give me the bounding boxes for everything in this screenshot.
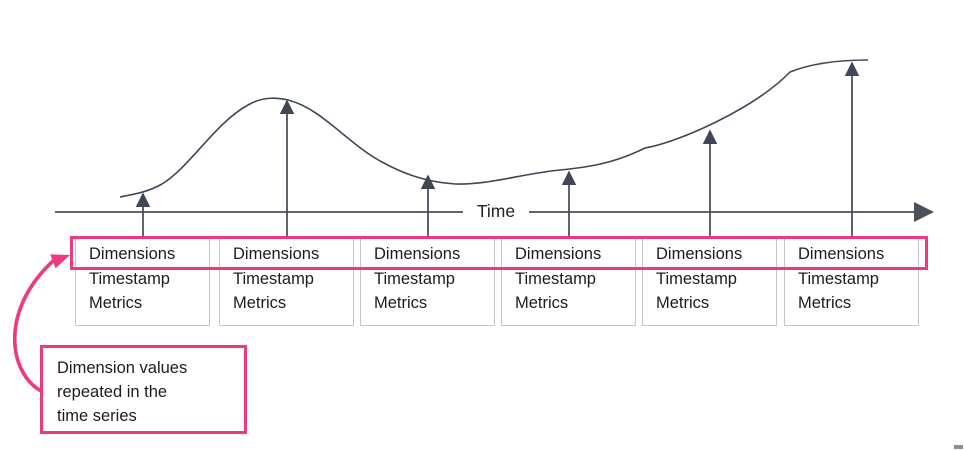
record-timestamp: Timestamp [233,269,314,288]
callout-line: time series [57,407,137,425]
record-dimensions: Dimensions [656,245,743,263]
record-box-6: Dimensions Timestamp Metrics [784,237,919,326]
record-dimensions: Dimensions [89,245,176,263]
record-metrics: Metrics [89,294,143,312]
record-metrics: Metrics [374,294,428,312]
record-metrics: Metrics [233,294,287,312]
record-metrics: Metrics [656,294,710,312]
record-dimensions: Dimensions [374,245,461,263]
sample-arrows [135,61,860,237]
dimensions-highlight [70,236,928,270]
record-dimensions: Dimensions [233,245,320,263]
record-metrics: Metrics [515,294,569,312]
record-timestamp: Timestamp [656,269,737,288]
record-box-1: Dimensions Timestamp Metrics [75,237,210,326]
timeseries-curve [119,59,869,198]
record-dimensions: Dimensions [515,245,602,263]
axis-label: Time [476,201,516,221]
screen-artifact [954,445,963,449]
record-box-3: Dimensions Timestamp Metrics [360,237,495,326]
callout-arrow [12,254,70,393]
callout-line: repeated in the [57,383,168,401]
record-metrics: Metrics [798,294,852,312]
record-timestamp: Timestamp [89,269,170,288]
callout-box: Dimension values repeated in the time se… [40,345,247,434]
record-dimensions: Dimensions [798,245,885,263]
record-timestamp: Timestamp [515,269,596,288]
callout-arrowhead [50,254,70,269]
record-box-4: Dimensions Timestamp Metrics [501,237,636,326]
record-timestamp: Timestamp [374,269,455,288]
record-timestamp: Timestamp [798,269,879,288]
record-box-5: Dimensions Timestamp Metrics [642,237,777,326]
callout-line: Dimension values [57,359,188,377]
record-box-2: Dimensions Timestamp Metrics [219,237,354,326]
